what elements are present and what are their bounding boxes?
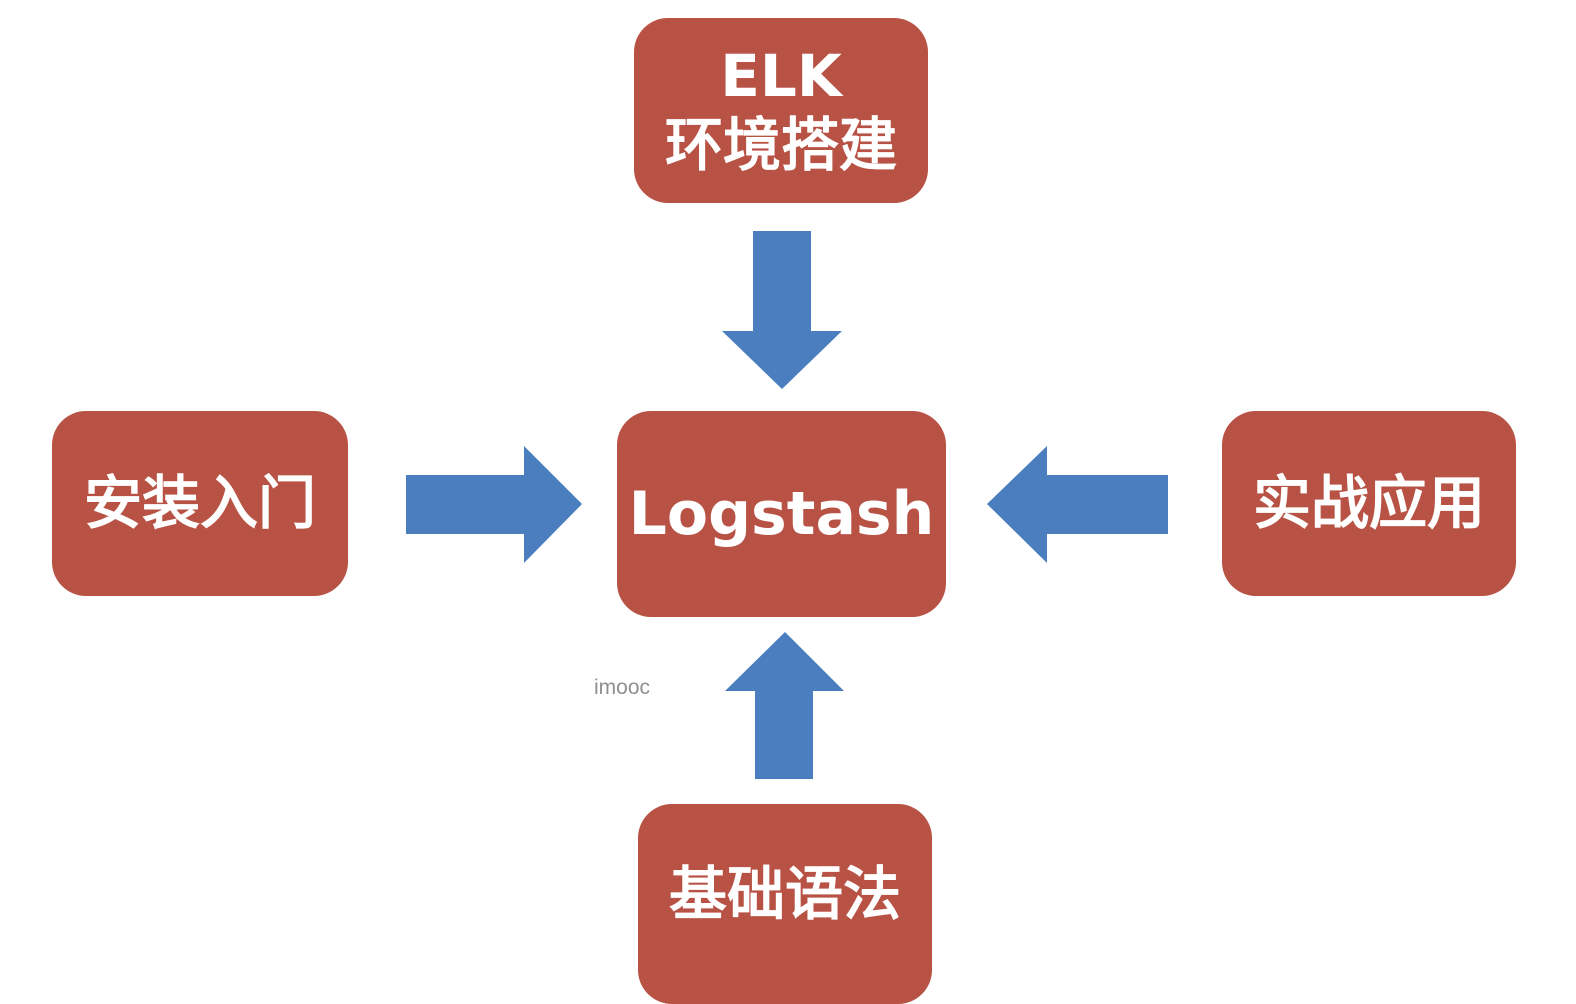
node-basic-syntax: 基础语法: [638, 804, 932, 1004]
arrow-bottom-to-center: [725, 632, 844, 779]
node-logstash-label: Logstash: [628, 478, 935, 549]
node-elk-setup: ELK 环境搭建: [634, 18, 928, 203]
node-logstash: Logstash: [617, 411, 946, 617]
node-elk-setup-line-1: ELK: [720, 42, 842, 111]
node-practice-application-label: 实战应用: [1252, 469, 1485, 538]
arrow-left-to-center: [406, 446, 582, 563]
arrow-right-to-center: [987, 446, 1168, 563]
watermark-text: imooc: [594, 676, 651, 699]
node-basic-syntax-label: 基础语法: [668, 859, 901, 928]
arrow-top-to-center: [722, 231, 842, 389]
node-install-intro-label: 安装入门: [83, 469, 316, 538]
node-elk-setup-line-2: 环境搭建: [664, 110, 897, 179]
node-practice-application: 实战应用: [1222, 411, 1516, 596]
node-install-intro: 安装入门: [52, 411, 348, 596]
